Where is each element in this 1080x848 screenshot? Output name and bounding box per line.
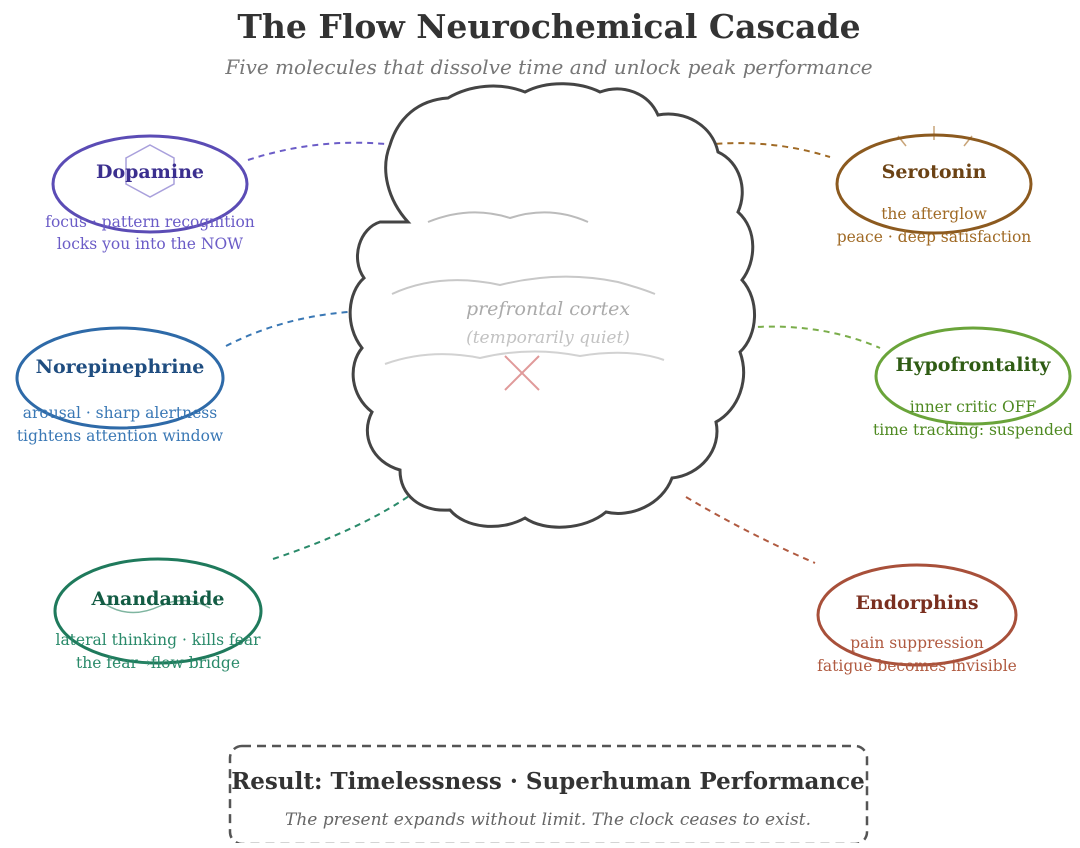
node-norepinephrine: Norepinephrine arousal · sharp alertness… (15, 326, 225, 445)
hypofrontality-line-1: inner critic OFF (910, 398, 1037, 416)
diagram-subtitle: Five molecules that dissolve time and un… (224, 55, 872, 79)
node-endorphins: Endorphins pain suppression fatigue beco… (816, 563, 1018, 675)
hypofrontality-line-2: time tracking: suspended (873, 421, 1073, 439)
cross-mark-icon (504, 355, 540, 391)
connector-hypofrontality (724, 325, 881, 349)
hypofrontality-name: Hypofrontality (896, 354, 1052, 376)
endorphins-line-2: fatigue becomes invisible (817, 657, 1017, 675)
anandamide-name: Anandamide (91, 588, 225, 610)
anandamide-line-2: the fear→flow bridge (76, 654, 240, 672)
dopamine-name: Dopamine (96, 161, 204, 183)
node-anandamide: Anandamide lateral thinking · kills fear… (53, 557, 263, 672)
node-dopamine: Dopamine focus · pattern recognition loc… (45, 134, 255, 253)
norepinephrine-line-2: tightens attention window (17, 427, 224, 445)
connector-anandamide (272, 493, 413, 560)
diagram-title: The Flow Neurochemical Cascade (237, 7, 860, 46)
dopamine-line-2: locks you into the NOW (57, 235, 243, 253)
result-box: Result: Timelessness · Superhuman Perfor… (228, 744, 869, 846)
result-title: Result: Timelessness · Superhuman Perfor… (231, 768, 865, 795)
connector-endorphins (685, 496, 816, 564)
endorphins-name: Endorphins (855, 592, 978, 614)
anandamide-line-1: lateral thinking · kills fear (55, 631, 261, 649)
serotonin-name: Serotonin (882, 161, 987, 183)
serotonin-line-1: the afterglow (881, 205, 987, 223)
cortex-sublabel: (temporarily quiet) (466, 328, 630, 348)
node-hypofrontality: Hypofrontality inner critic OFF time tra… (873, 326, 1073, 439)
endorphins-line-1: pain suppression (850, 634, 984, 652)
dopamine-line-1: focus · pattern recognition (45, 213, 255, 231)
norepinephrine-name: Norepinephrine (36, 356, 205, 378)
hexagon-icon (125, 144, 175, 198)
brain-outline (348, 82, 756, 529)
norepinephrine-line-1: arousal · sharp alertness (23, 404, 217, 422)
wave-icon (104, 599, 211, 614)
result-subtitle: The present expands without limit. The c… (285, 810, 811, 830)
node-serotonin: Serotonin the afterglow peace · deep sat… (835, 126, 1033, 246)
serotonin-line-2: peace · deep satisfaction (837, 228, 1032, 246)
cortex-label: prefrontal cortex (466, 298, 630, 320)
